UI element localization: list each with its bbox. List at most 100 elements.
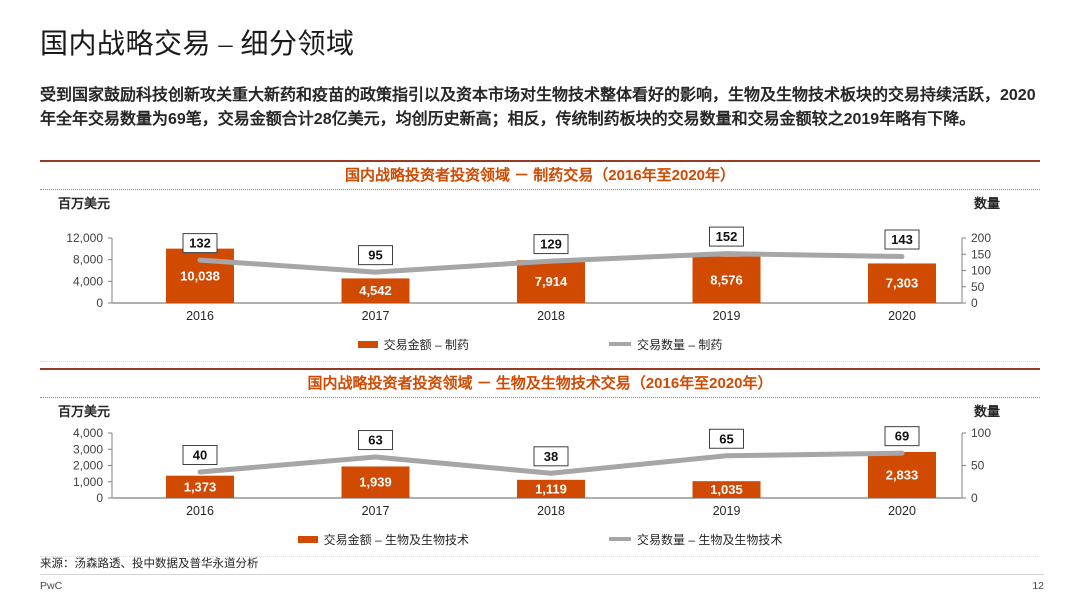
biotech-chart-section: 国内战略投资者投资领域 － 生物及生物技术交易（2016年至2020年） 百万美… xyxy=(40,368,1040,557)
legend-label: 交易金额 – 生物及生物技术 xyxy=(323,532,469,547)
line-value-label: 95 xyxy=(368,248,382,263)
right-axis-tick-label: 50 xyxy=(971,459,985,473)
bar-value-label: 1,939 xyxy=(359,475,392,490)
right-axis-tick-label: 100 xyxy=(971,426,991,440)
right-axis-unit-label: 数量 xyxy=(974,196,1000,211)
legend-item: 交易数量 – 制药 xyxy=(609,336,722,353)
line-value-box xyxy=(884,426,920,447)
left-axis-tick-label: 2,000 xyxy=(73,459,103,473)
right-axis-tick-label: 50 xyxy=(971,280,985,294)
legend-item: 交易数量 – 生物及生物技术 xyxy=(609,531,782,548)
bar xyxy=(341,278,410,303)
left-axis-tick-label: 4,000 xyxy=(73,426,103,440)
line-value-box xyxy=(182,445,218,465)
left-axis-tick-label: 4,000 xyxy=(73,274,103,288)
bar-value-label: 1,373 xyxy=(184,479,217,494)
bar xyxy=(517,479,585,498)
pharma-chart-title: 国内战略投资者投资领域 － 制药交易（2016年至2020年） xyxy=(344,167,736,184)
bar-swatch-icon xyxy=(297,535,318,543)
x-axis-category-label: 2018 xyxy=(537,504,565,518)
x-axis-category-label: 2020 xyxy=(888,504,916,518)
right-axis-tick-label: 0 xyxy=(971,491,978,505)
legend-label: 交易金额 – 制药 xyxy=(383,337,469,352)
line-value-label: 38 xyxy=(544,449,558,464)
line-series xyxy=(197,251,905,275)
x-axis-category-label: 2016 xyxy=(186,309,214,323)
footer-divider xyxy=(40,574,1044,575)
bar-value-label: 1,119 xyxy=(535,481,567,496)
left-axis-tick-label: 0 xyxy=(96,296,103,310)
line-value-label: 132 xyxy=(189,236,211,251)
right-axis-tick-label: 0 xyxy=(971,296,978,310)
line-value-box xyxy=(182,233,218,254)
line-value-box xyxy=(709,226,744,247)
bar-value-label: 8,576 xyxy=(710,272,743,287)
bar xyxy=(868,451,936,498)
bar xyxy=(692,256,761,303)
pharma-chart-section: 国内战略投资者投资领域 － 制药交易（2016年至2020年） 百万美元 数量 12… xyxy=(40,160,1040,362)
left-axis-unit-label: 百万美元 xyxy=(58,196,110,211)
line-value-box xyxy=(884,229,920,250)
bar-swatch-icon xyxy=(357,340,378,348)
line-value-box xyxy=(533,234,569,255)
left-axis-unit-label: 百万美元 xyxy=(58,404,110,419)
bar-value-label: 7,303 xyxy=(886,276,919,291)
bar xyxy=(517,260,585,303)
legend-item: 交易金额 – 制药 xyxy=(357,336,469,353)
right-axis-unit-label: 数量 xyxy=(974,404,1000,419)
left-axis-tick-label: 0 xyxy=(96,491,103,505)
bar xyxy=(692,481,761,498)
page-title: 国内战略交易 – 细分领域 xyxy=(40,29,355,60)
x-axis-category-label: 2019 xyxy=(713,504,741,518)
legend-label: 交易数量 – 生物及生物技术 xyxy=(637,532,783,547)
page-number: 12 xyxy=(1032,580,1044,592)
bar xyxy=(166,475,234,498)
x-axis-category-label: 2017 xyxy=(362,504,390,518)
right-axis-tick-label: 150 xyxy=(971,247,991,261)
line-value-label: 65 xyxy=(719,431,733,446)
x-axis-category-label: 2016 xyxy=(186,504,214,518)
biotech-combo-chart: 百万美元 数量 4,000 3,000 2,000 1,000 0 100 50 0 1,373 1,… xyxy=(58,404,1000,518)
x-axis-category-label: 2018 xyxy=(537,309,565,323)
x-axis-category-label: 2019 xyxy=(713,309,741,323)
x-axis-category-label: 2020 xyxy=(888,309,916,323)
left-axis-tick-label: 12,000 xyxy=(66,231,103,245)
bar xyxy=(341,466,410,498)
bar-value-label: 4,542 xyxy=(359,283,392,298)
x-axis-category-label: 2017 xyxy=(362,309,390,323)
intro-paragraph: 受到国家鼓励科技创新攻关重大新药和疫苗的政策指引以及资本市场对生物技术整体看好的… xyxy=(40,87,1036,128)
left-axis-tick-label: 8,000 xyxy=(73,253,103,267)
divider-dotted xyxy=(40,189,1040,190)
line-value-box xyxy=(709,428,744,449)
bar-value-label: 7,914 xyxy=(535,274,568,289)
line-value-label: 152 xyxy=(716,229,738,244)
divider-dotted xyxy=(40,556,1040,557)
pharma-chart-legend: 交易金额 – 制药 交易数量 – 制药 xyxy=(40,336,1040,352)
line-value-label: 143 xyxy=(891,232,913,247)
line-swatch-icon xyxy=(609,342,631,346)
line-value-label: 63 xyxy=(368,433,382,448)
line-series xyxy=(197,450,905,476)
bar xyxy=(868,263,936,303)
line-value-box xyxy=(533,446,569,467)
bar-value-label: 1,035 xyxy=(710,482,743,497)
right-axis-tick-label: 200 xyxy=(971,231,991,245)
line-value-label: 40 xyxy=(193,448,207,463)
legend-item: 交易金额 – 生物及生物技术 xyxy=(297,531,469,548)
biotech-chart-title: 国内战略投资者投资领域 － 生物及生物技术交易（2016年至2020年） xyxy=(307,375,773,392)
divider-dotted xyxy=(40,361,1040,362)
pwc-logo: PwC xyxy=(40,580,63,592)
line-value-box xyxy=(358,245,393,266)
line-value-label: 69 xyxy=(895,429,909,444)
divider-dotted xyxy=(40,397,1040,398)
pharma-combo-chart: 百万美元数量12,0008,0004,000020015010050010,03… xyxy=(58,196,1000,323)
line-value-box xyxy=(358,430,393,451)
bar-value-label: 10,038 xyxy=(180,268,220,283)
left-axis-tick-label: 3,000 xyxy=(73,442,103,456)
legend-label: 交易数量 – 制药 xyxy=(637,337,723,352)
left-axis-tick-label: 1,000 xyxy=(73,475,103,489)
bar-value-label: 2,833 xyxy=(886,467,919,482)
line-value-label: 129 xyxy=(540,237,562,252)
biotech-chart-legend: 交易金额 – 生物及生物技术 交易数量 – 生物及生物技术 xyxy=(40,531,1040,547)
